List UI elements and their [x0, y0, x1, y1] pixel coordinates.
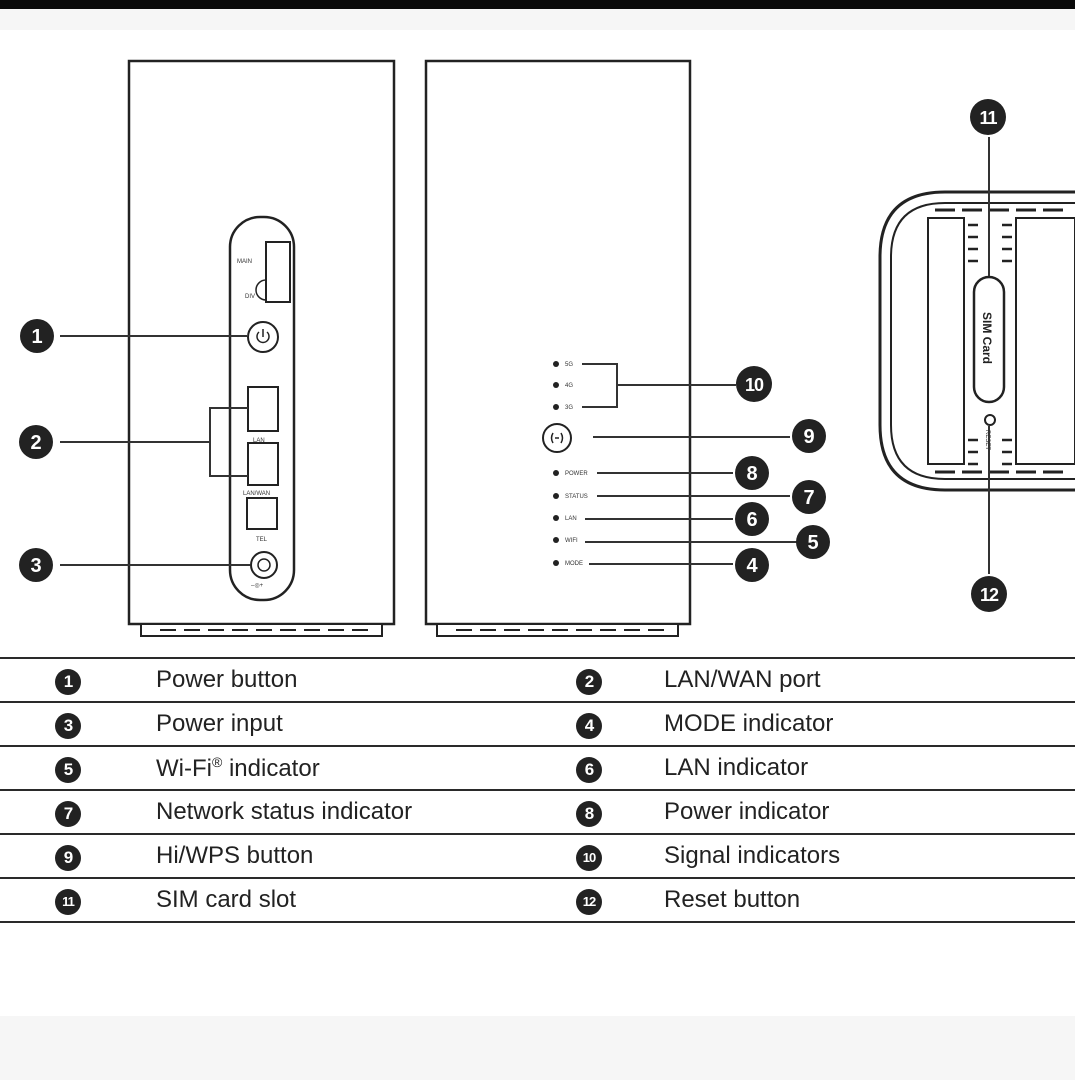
legend-number-badge: 5	[55, 756, 81, 783]
legend-description: MODE indicator	[636, 701, 1075, 747]
mode-indicator	[553, 560, 559, 566]
router-bottom-view: SIM Card RESET	[878, 190, 1075, 492]
router-back-view: MAIN DIV LAN LAN/WAN TEL –◎+	[127, 59, 396, 637]
svg-text:8: 8	[746, 463, 757, 485]
callout-badge-10: 10	[736, 366, 772, 402]
legend-description: Power input	[115, 701, 576, 747]
leader-lines	[60, 137, 990, 574]
svg-text:12: 12	[980, 585, 999, 605]
lan-wan-port-label: LAN/WAN	[243, 491, 270, 497]
legend-number-badge: 6	[576, 756, 602, 783]
reset-button[interactable]	[984, 414, 996, 426]
callout-badge-8: 8	[735, 456, 769, 490]
legend-number-badge: 10	[576, 845, 602, 871]
div-label: DIV	[245, 294, 255, 300]
legend-description: Network status indicator	[115, 789, 576, 835]
tel-port-label: TEL	[256, 537, 268, 543]
power-indicator-label: POWER	[565, 471, 588, 477]
svg-text:2: 2	[30, 432, 41, 454]
lan-indicator	[553, 515, 559, 521]
callout-badge-11: 11	[970, 99, 1006, 135]
table-row: 3 Power input 4 MODE indicator	[0, 701, 1075, 747]
legend-number-badge: 2	[576, 668, 602, 695]
svg-text:9: 9	[803, 426, 814, 448]
status-indicator	[553, 493, 559, 499]
top-bar	[0, 0, 1075, 9]
legend-number-badge: 1	[55, 668, 81, 695]
svg-text:11: 11	[979, 108, 997, 128]
legend-description: Power button	[115, 657, 576, 703]
svg-text:5: 5	[807, 532, 818, 554]
signal-label: 4G	[565, 383, 573, 389]
table-row: 11 SIM card slot 12 Reset button	[0, 877, 1075, 923]
svg-text:4: 4	[746, 555, 758, 577]
power-icon	[256, 329, 270, 344]
legend-description: Signal indicators	[636, 833, 1075, 879]
mode-indicator-label: MODE	[565, 561, 583, 567]
legend-number-badge: 4	[576, 712, 602, 739]
lan-indicator-label: LAN	[565, 516, 577, 522]
power-indicator	[553, 470, 559, 476]
legend-description: LAN indicator	[636, 745, 1075, 791]
polarity-symbol: –◎+	[251, 583, 264, 589]
svg-text:3: 3	[30, 555, 41, 577]
legend-number-badge: 3	[55, 712, 81, 739]
legend-table: 1 Power button 2 LAN/WAN port 3 Power in…	[0, 657, 1075, 923]
signal-indicator-dot	[553, 404, 559, 410]
legend-number-badge: 8	[576, 800, 602, 827]
callout-badge-9: 9	[792, 419, 826, 453]
sim-card-label: SIM Card	[980, 312, 994, 364]
legend-number-badge: 9	[55, 844, 81, 871]
signal-label: 3G	[565, 405, 573, 411]
signal-indicator-dot	[553, 382, 559, 388]
legend-description: Wi-Fi® indicator	[115, 745, 576, 791]
lan-port[interactable]	[247, 386, 279, 432]
table-row: 9 Hi/WPS button 10 Signal indicators	[0, 833, 1075, 879]
svg-text:1: 1	[31, 326, 42, 348]
legend-description: Hi/WPS button	[115, 833, 576, 879]
reset-label: RESET	[984, 430, 990, 450]
callout-badge-7: 7	[792, 480, 826, 514]
table-row: 7 Network status indicator 8 Power indic…	[0, 789, 1075, 835]
legend-description: SIM card slot	[115, 877, 576, 923]
main-antenna-port[interactable]	[265, 241, 291, 303]
tel-port[interactable]	[246, 497, 278, 530]
wifi-indicator	[553, 537, 559, 543]
callout-badge-1: 1	[20, 319, 54, 353]
legend-description: Reset button	[636, 877, 1075, 923]
table-row: 1 Power button 2 LAN/WAN port	[0, 657, 1075, 703]
callout-badge-2: 2	[19, 425, 53, 459]
signal-label: 5G	[565, 362, 573, 368]
lan-wan-port[interactable]	[247, 442, 279, 486]
callout-badge-6: 6	[735, 502, 769, 536]
legend-number-badge: 11	[55, 889, 81, 915]
svg-text:10: 10	[745, 375, 764, 395]
legend-number-badge: 7	[55, 800, 81, 827]
sim-card-slot[interactable]	[972, 275, 1006, 404]
svg-text:6: 6	[746, 509, 757, 531]
callout-badge-12: 12	[971, 576, 1007, 612]
table-row: 5 Wi-Fi® indicator 6 LAN indicator	[0, 745, 1075, 791]
legend-number-badge: 12	[576, 889, 602, 915]
wifi-indicator-label: WIFI	[565, 538, 578, 544]
legend-description: Power indicator	[636, 789, 1075, 835]
router-front-view: 5G 4G 3G POWER STATUS LAN WIFI MODE	[424, 59, 692, 637]
callout-badge-3: 3	[19, 548, 53, 582]
callout-badge-5: 5	[796, 525, 830, 559]
callout-badge-4: 4	[735, 548, 769, 582]
status-indicator-label: STATUS	[565, 494, 588, 500]
wps-icon	[550, 432, 564, 444]
main-label: MAIN	[237, 259, 252, 265]
lan-port-label: LAN	[253, 438, 265, 444]
svg-text:7: 7	[803, 487, 814, 509]
signal-indicator-dot	[553, 361, 559, 367]
legend-description: LAN/WAN port	[636, 657, 1075, 703]
